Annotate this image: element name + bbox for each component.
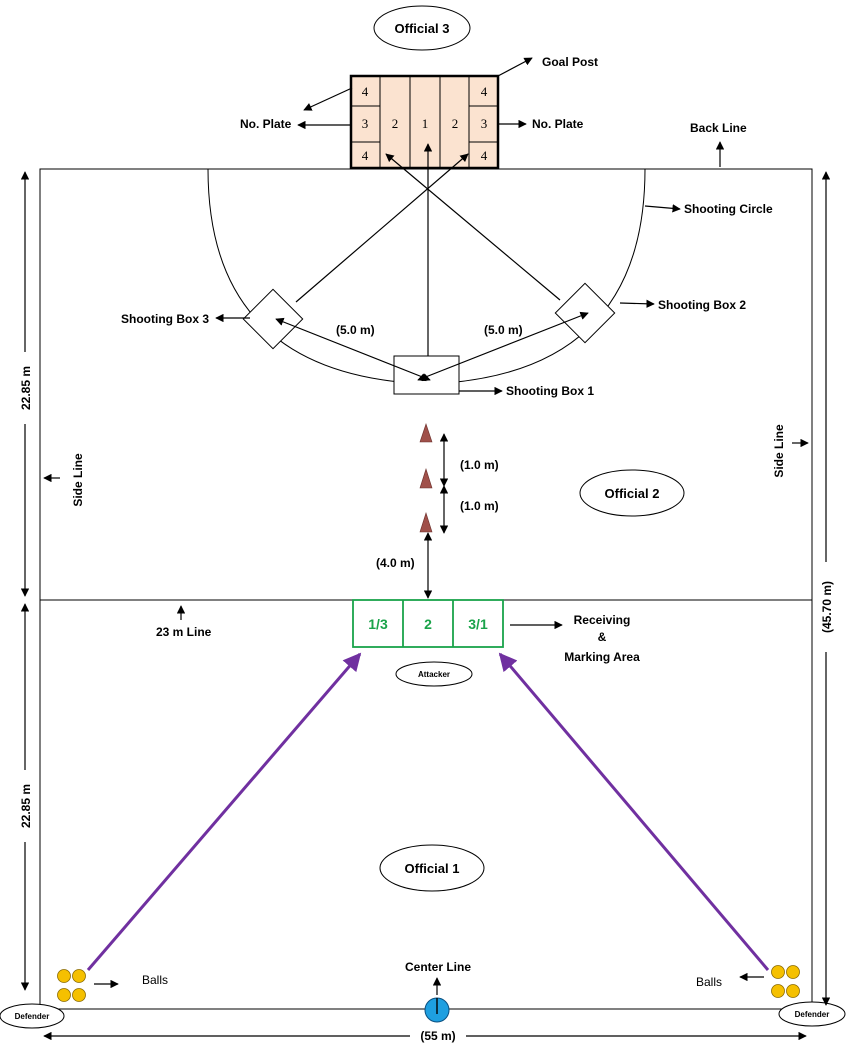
attacker-ellipse [395, 661, 473, 687]
balls-left [57, 969, 86, 1002]
dist-label-1m-a: (1.0 m) [460, 458, 499, 472]
dim-bottom-label: (55 m) [420, 1029, 455, 1043]
cone-3 [419, 512, 433, 533]
shot-line-box3 [295, 153, 469, 303]
balls-right [771, 965, 800, 998]
center-line-label: Center Line [405, 960, 471, 974]
shooting-box-2-label: Shooting Box 2 [658, 298, 746, 312]
cone-1 [419, 423, 433, 443]
official-2-ellipse [579, 469, 685, 517]
shooting-box-2 [554, 282, 616, 344]
plate-left-mid: 3 [362, 116, 369, 131]
dim-left-lower-gap [14, 770, 36, 842]
side-line-right-label: Side Line [772, 424, 786, 478]
no-plate-label-right: No. Plate [532, 117, 584, 131]
plate-left-bot: 4 [362, 148, 369, 163]
dim-left-upper-gap [14, 352, 36, 424]
official-1-label: Official 1 [405, 861, 460, 876]
balls-left-label: Balls [142, 973, 168, 987]
shooting-circle [207, 168, 646, 385]
attacker-label: Attacker [418, 670, 450, 679]
shooting-box-3-label: Shooting Box 3 [121, 312, 209, 326]
receiving-zone-right: 3/1 [468, 616, 488, 632]
receiving-label-3: Marking Area [564, 650, 640, 664]
receiving-area: 1/3 2 3/1 [352, 599, 504, 648]
no-plate-label-left: No. Plate [240, 117, 292, 131]
dist-label-4m: (4.0 m) [376, 556, 415, 570]
goal-post-label: Goal Post [542, 55, 598, 69]
plate-right-bot: 4 [481, 148, 488, 163]
dim-left-lower-label: 22.85 m [19, 784, 33, 828]
official-1-ellipse [379, 844, 485, 892]
defender-right-ellipse [778, 1001, 846, 1027]
receiving-label-2: & [598, 630, 607, 644]
balls-right-label: Balls [696, 975, 722, 989]
defender-left-ellipse [0, 1003, 65, 1029]
plate-inner-left: 2 [392, 116, 399, 131]
line-23m-label: 23 m Line [156, 625, 212, 639]
plate-right-mid: 3 [481, 116, 488, 131]
pass-line-right [498, 652, 770, 971]
receiving-zone-left: 1/3 [368, 616, 388, 632]
back-line-label: Back Line [690, 121, 747, 135]
shooting-box-1 [393, 355, 460, 395]
shot-line-box2 [385, 153, 561, 301]
official-2-label: Official 2 [605, 486, 660, 501]
dist-label-1m-b: (1.0 m) [460, 499, 499, 513]
dim-bottom-gap [410, 1026, 466, 1046]
dist-arrow-box2 [417, 311, 589, 382]
plate-center: 1 [422, 116, 429, 131]
shooting-circle-pointer [644, 204, 681, 213]
dist-label-5m-left: (5.0 m) [336, 323, 375, 337]
shooting-box-1-label: Shooting Box 1 [506, 384, 594, 398]
plate-left-top: 4 [362, 84, 369, 99]
no-plate-pointer-left-up [303, 87, 353, 111]
goal-post-pointer [497, 57, 533, 77]
goal-post: 4 3 4 2 1 2 4 3 4 [349, 74, 500, 170]
dist-arrow-box3 [275, 317, 431, 382]
dim-right-gap [815, 562, 837, 652]
shooting-circle-label: Shooting Circle [684, 202, 773, 216]
dist-label-5m-right: (5.0 m) [484, 323, 523, 337]
receiving-zone-center: 2 [424, 616, 432, 632]
official-3-label: Official 3 [395, 21, 450, 36]
official-3-ellipse [373, 5, 471, 51]
defender-left-label: Defender [15, 1012, 50, 1021]
plate-inner-right: 2 [452, 116, 459, 131]
shooting-box-3 [242, 288, 304, 350]
dim-right-label: (45.70 m) [820, 581, 834, 633]
receiving-label-1: Receiving [574, 613, 631, 627]
side-line-left-label: Side Line [71, 453, 85, 507]
defender-right-label: Defender [795, 1010, 830, 1019]
shooting-box-2-pointer [619, 299, 655, 308]
plate-right-top: 4 [481, 84, 488, 99]
pass-line-left [86, 652, 362, 971]
dim-left-upper-label: 22.85 m [19, 366, 33, 410]
cone-2 [419, 468, 433, 489]
